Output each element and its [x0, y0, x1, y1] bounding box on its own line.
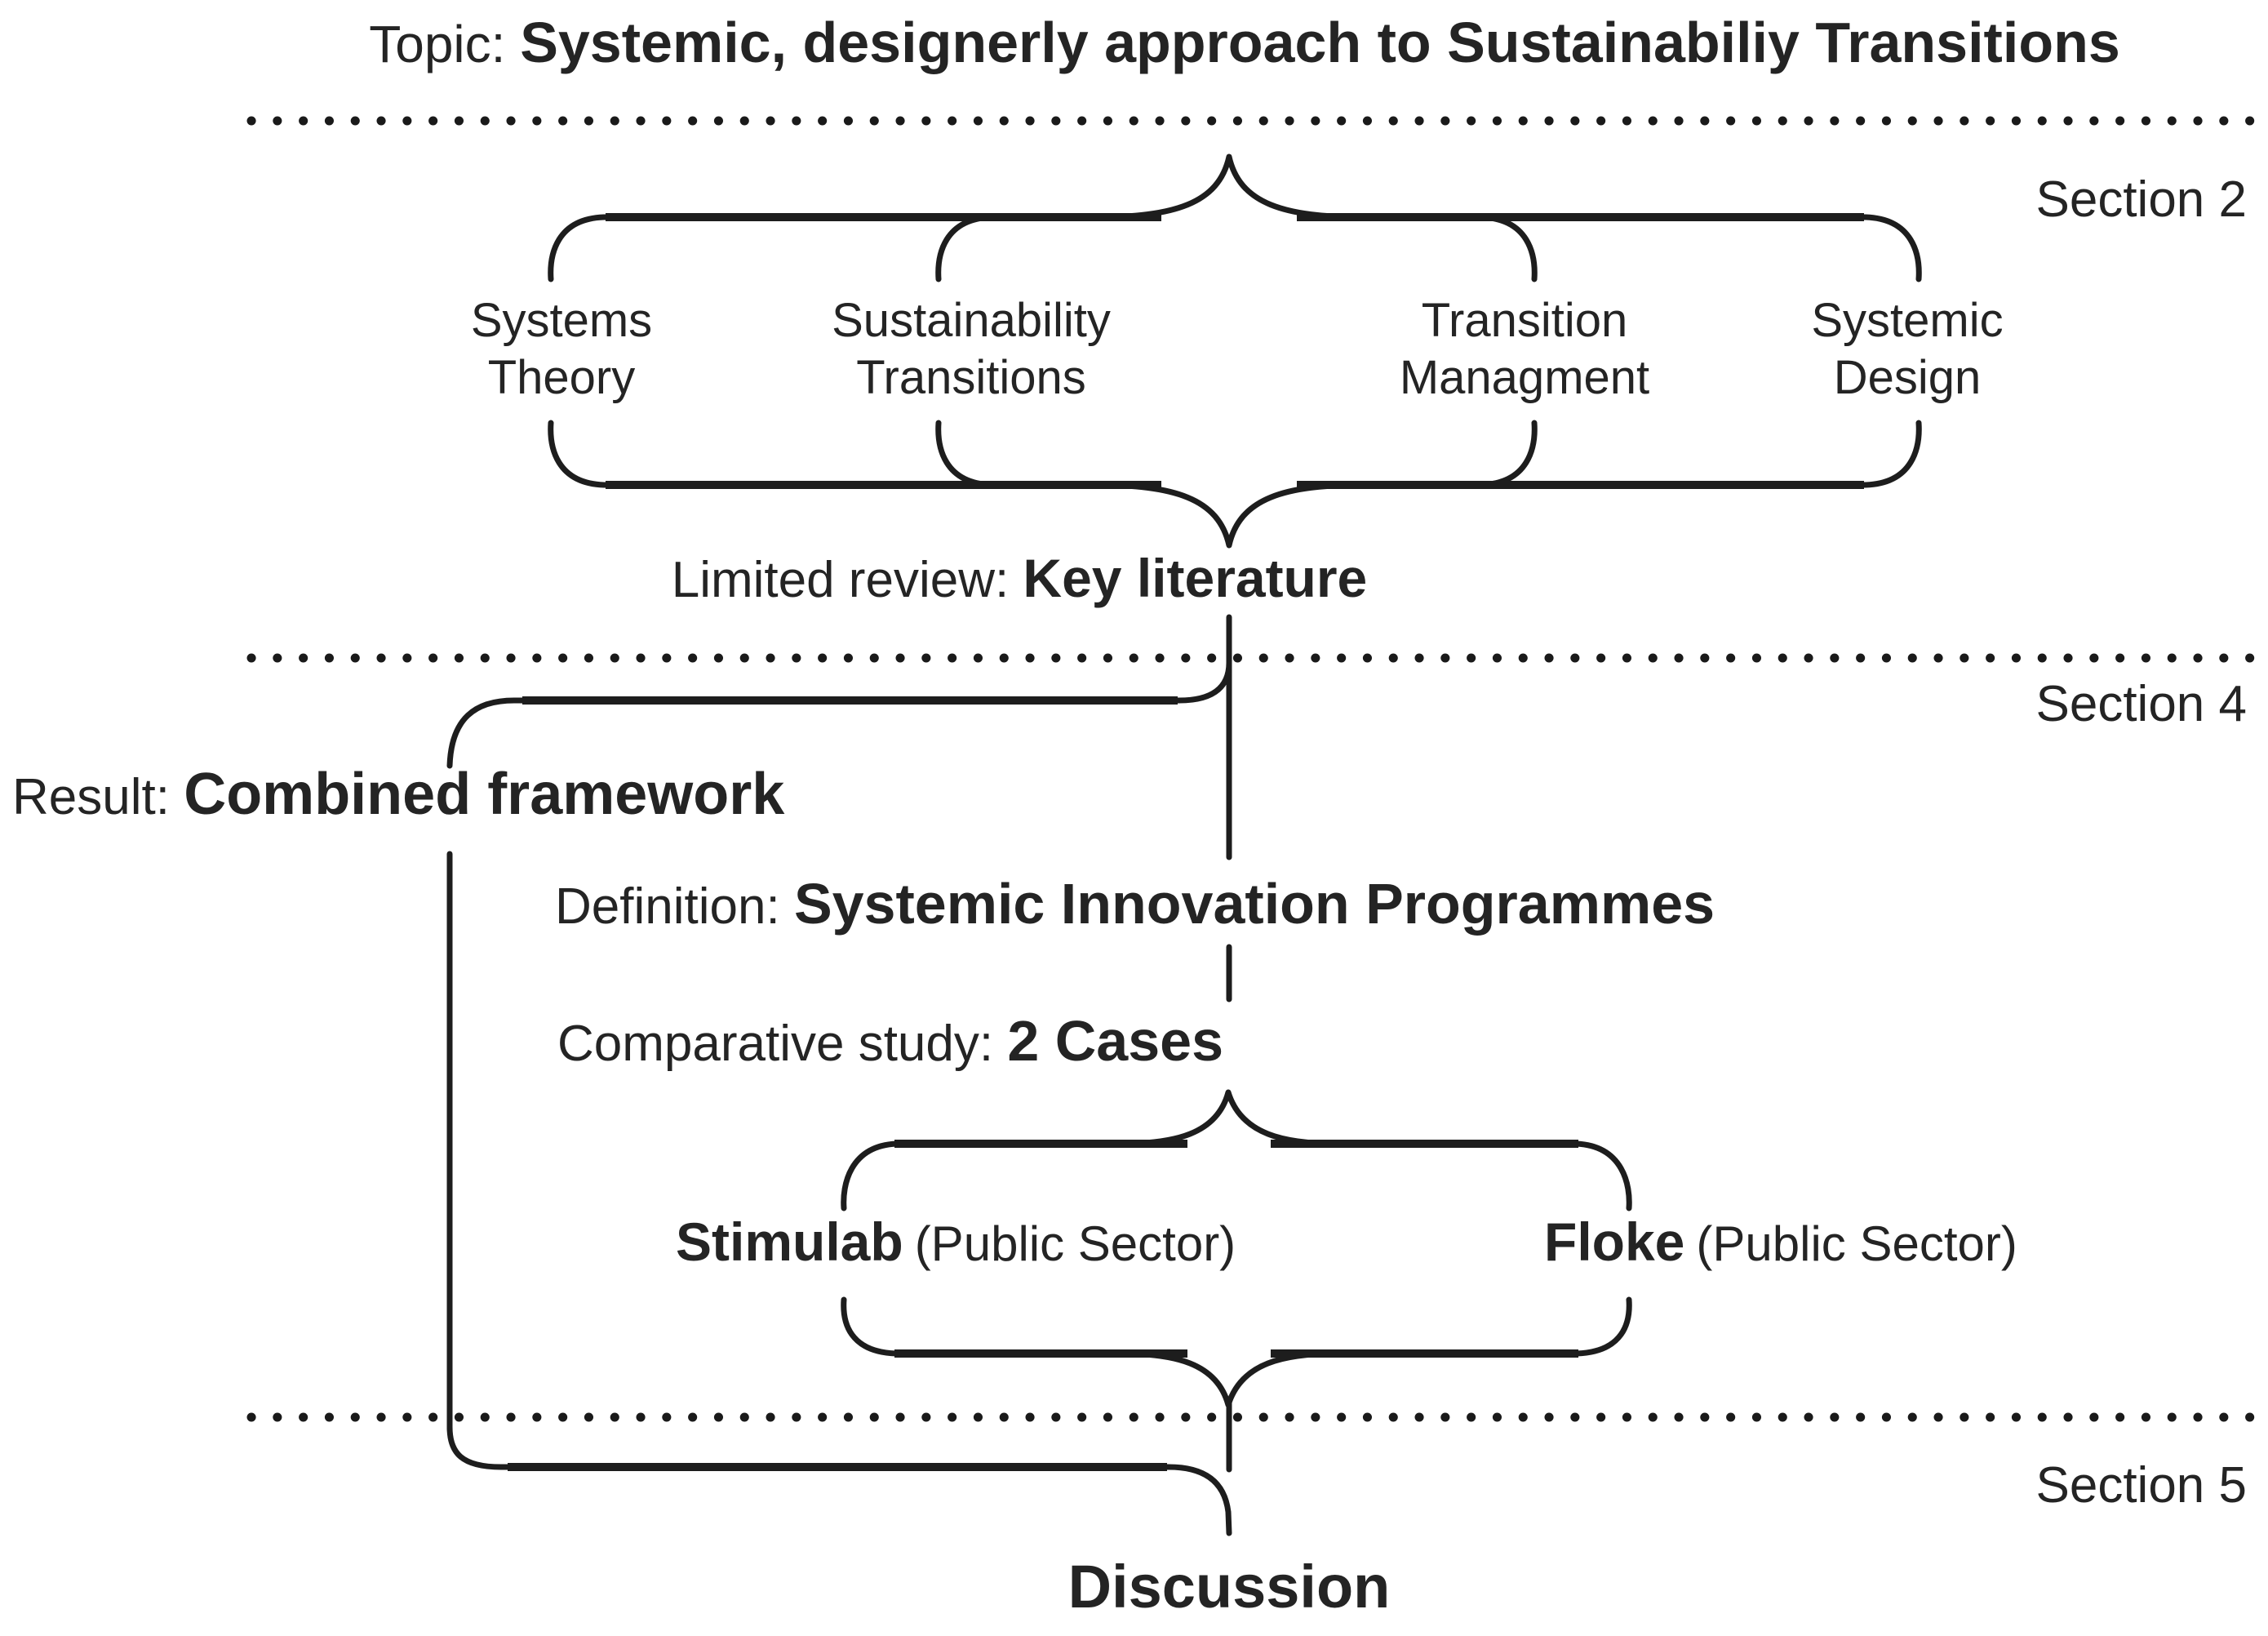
- column-line2: Transitions: [856, 351, 1086, 404]
- limited-review-prefix: Limited review:: [671, 552, 1023, 608]
- literature-column-systems-theory: Systems Theory: [471, 292, 652, 407]
- discussion-label: Discussion: [1067, 1553, 1391, 1620]
- result-label: Result: Combined framework: [12, 762, 785, 827]
- case-name: Floke: [1544, 1211, 1685, 1272]
- limited-review-label: Limited review: Key literature: [671, 548, 1368, 608]
- discussion-join-elbow: [446, 1424, 1232, 1536]
- diagram-title: Topic: Systemic, designerly approach to …: [369, 11, 2120, 74]
- literature-column-sustainability-transitions: Sustainability Transitions: [832, 292, 1111, 407]
- section-label-5: Section 5: [2035, 1457, 2247, 1514]
- title-prefix: Topic:: [369, 15, 521, 73]
- literature-column-transition-managment: Transition Managment: [1400, 292, 1649, 407]
- case-name: Stimulab: [676, 1211, 903, 1272]
- column-line1: Sustainability: [832, 294, 1111, 347]
- case-floke: Floke(Public Sector): [1544, 1211, 2017, 1272]
- case-detail: (Public Sector): [914, 1216, 1236, 1271]
- column-line2: Theory: [487, 351, 636, 404]
- literature-column-systemic-design: Systemic Design: [1811, 292, 2003, 407]
- title-emphasis: Systemic, designerly approach to Sustain…: [520, 11, 2120, 74]
- column-line2: Managment: [1399, 351, 1650, 404]
- cases-split-brace: [841, 1089, 1632, 1211]
- column-line1: Systems: [470, 294, 653, 347]
- section-label-4: Section 4: [2035, 676, 2247, 732]
- case-detail: (Public Sector): [1696, 1216, 2017, 1271]
- column-line1: Transition: [1421, 294, 1628, 347]
- comparative-study-prefix: Comparative study:: [557, 1016, 1008, 1072]
- section-label-2: Section 2: [2035, 171, 2247, 228]
- comparative-study-label: Comparative study: 2 Cases: [557, 1011, 1223, 1072]
- result-prefix: Result:: [12, 769, 184, 825]
- framework-branch: [446, 660, 1232, 769]
- column-line2: Design: [1833, 351, 1982, 404]
- case-stimulab: Stimulab(Public Sector): [676, 1211, 1236, 1272]
- comparative-study-emphasis: 2 Cases: [1007, 1009, 1223, 1073]
- column-line1: Systemic: [1811, 294, 2004, 347]
- limited-review-emphasis: Key literature: [1023, 548, 1368, 608]
- definition-label: Definition: Systemic Innovation Programm…: [555, 874, 1715, 935]
- result-emphasis: Combined framework: [184, 762, 785, 827]
- definition-emphasis: Systemic Innovation Programmes: [793, 872, 1715, 936]
- definition-prefix: Definition:: [555, 878, 794, 935]
